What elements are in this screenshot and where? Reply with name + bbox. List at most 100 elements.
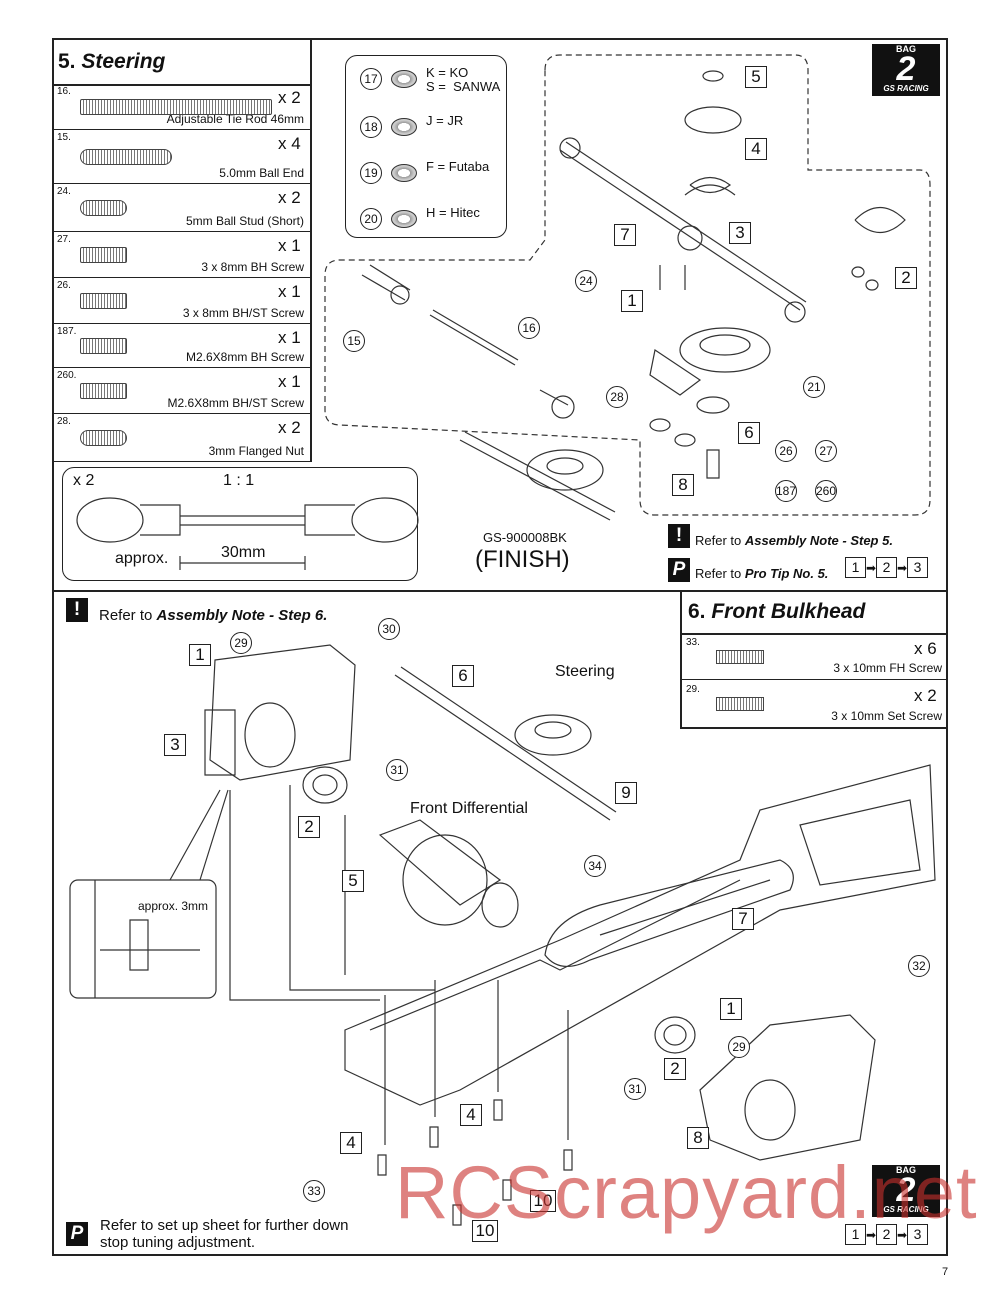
part-number: 24. [57,186,71,197]
step6-callout-box: 10 [530,1190,556,1212]
step6-ref-circle: 32 [908,955,930,977]
part-name: 5mm Ball Stud (Short) [185,214,304,228]
part-qty: x 2 [278,88,301,107]
step6-title-divider [680,633,948,635]
part-number: 187. [57,326,77,337]
scale-qty: x 2 [73,472,95,489]
step6-callout-box: 2 [298,816,320,838]
note-prefix: Refer to [695,533,745,548]
part-name: 3 x 10mm Set Screw [831,709,942,723]
step5-ref-circle: 15 [343,330,365,352]
step5-sequence: 1➡ 2➡ 3 [845,557,928,578]
step6-sequence: 1➡ 2➡ 3 [845,1224,928,1245]
step6-callout-box: 9 [615,782,637,804]
step5-ref-circle: 16 [518,317,540,339]
pro-tip-icon: P [66,1222,88,1246]
part-name: 3 x 8mm BH/ST Screw [182,306,304,320]
part-qty: x 1 [278,372,301,391]
bag-logo-top: BAG 2 GS RACING [872,44,940,96]
step5-ref-circle: 24 [575,270,597,292]
note-bold: Assembly Note - Step 5. [744,533,893,548]
step6-ref-circle: 31 [386,759,408,781]
servo-saver-icon [391,118,417,136]
part-qty: x 2 [278,188,301,207]
part-drawing-icon [80,99,272,115]
note-bold: Assembly Note - Step 6. [156,607,328,624]
assembly-note-icon: ! [66,598,88,622]
step5-part-row: 260. x 1 M2.6X8mm BH/ST Screw [54,368,310,414]
step5-callout-box: 4 [745,138,767,160]
part-name: 3 x 8mm BH Screw [201,260,304,274]
step5-ref-circle: 27 [815,440,837,462]
page-frame [52,38,948,1256]
part-drawing-icon [80,293,127,309]
page-number: 7 [942,1266,949,1278]
part-qty: x 2 [278,418,301,437]
part-drawing-icon [716,650,764,664]
step6-callout-box: 3 [164,734,186,756]
part-number: 260. [57,370,77,381]
part-drawing-icon [80,247,127,263]
step6-callout-box: 4 [340,1132,362,1154]
option-label: K = KO S = SANWA [426,65,501,94]
step6-title-text: Front Bulkhead [711,600,866,623]
option-label: J = JR [426,113,464,128]
arrow-right-icon: ➡ [897,560,908,575]
part-name: 3mm Flanged Nut [208,444,304,458]
step-divider [52,590,948,592]
step6-ref-circle: 34 [584,855,606,877]
part-qty: x 4 [278,134,301,153]
setup-note-line1: Refer to set up sheet for further down [100,1217,349,1234]
seq-3: 3 [907,1224,928,1245]
step5-number: 5. [58,50,76,73]
seq-1: 1 [845,557,866,578]
assembly-note-icon: ! [668,524,690,548]
part-name: M2.6X8mm BH Screw [185,350,304,364]
scale-approx: approx. [115,550,169,567]
arrow-right-icon: ➡ [866,1227,877,1242]
logo-brand: GS RACING [883,1205,929,1214]
step6-callout-box: 2 [664,1058,686,1080]
part-number: 28. [57,416,71,427]
step5-title-text: Steering [81,50,166,73]
servo-saver-icon [391,164,417,182]
step6-callout-box: 5 [342,870,364,892]
note-bold: Pro Tip No. 5. [744,566,829,581]
finish-code: GS-900008BK [483,530,567,545]
option-number-circle: 20 [360,208,382,230]
seq-3: 3 [907,557,928,578]
finish-label: (FINISH) [475,546,570,573]
step6-title: 6. Front Bulkhead [688,600,865,624]
step5-ref-circle: 21 [803,376,825,398]
logo-bag: BAG [896,1165,916,1175]
step6-number: 6. [688,600,706,623]
step5-callout-box: 7 [614,224,636,246]
part-qty: x 1 [278,282,301,301]
part-number: 16. [57,86,71,97]
arrow-right-icon: ➡ [866,560,877,575]
option-label: F = Futaba [426,159,490,174]
step6-ref-circle: 30 [378,618,400,640]
step5-part-row: 24. x 2 5mm Ball Stud (Short) [54,184,310,232]
steering-label: Steering [555,663,615,680]
logo-brand: GS RACING [883,84,929,93]
step5-ref-circle: 260 [815,480,837,502]
step5-title-divider [52,84,310,86]
option-label: H = Hitec [426,205,480,220]
step6-callout-box: 4 [460,1104,482,1126]
step5-assembly-note: Refer to Assembly Note - Step 5. [695,533,893,548]
servo-saver-icon [391,210,417,228]
part-qty: x 1 [278,328,301,347]
part-name: M2.6X8mm BH/ST Screw [167,396,304,410]
step5-ref-circle: 26 [775,440,797,462]
scale-length: 30mm [221,544,266,561]
setup-note-line2: stop tuning adjustment. [100,1234,256,1251]
step5-title: 5. Steering [58,50,165,74]
step6-ref-circle: 29 [230,632,252,654]
step5-callout-box: 3 [729,222,751,244]
seq-2: 2 [876,1224,897,1245]
